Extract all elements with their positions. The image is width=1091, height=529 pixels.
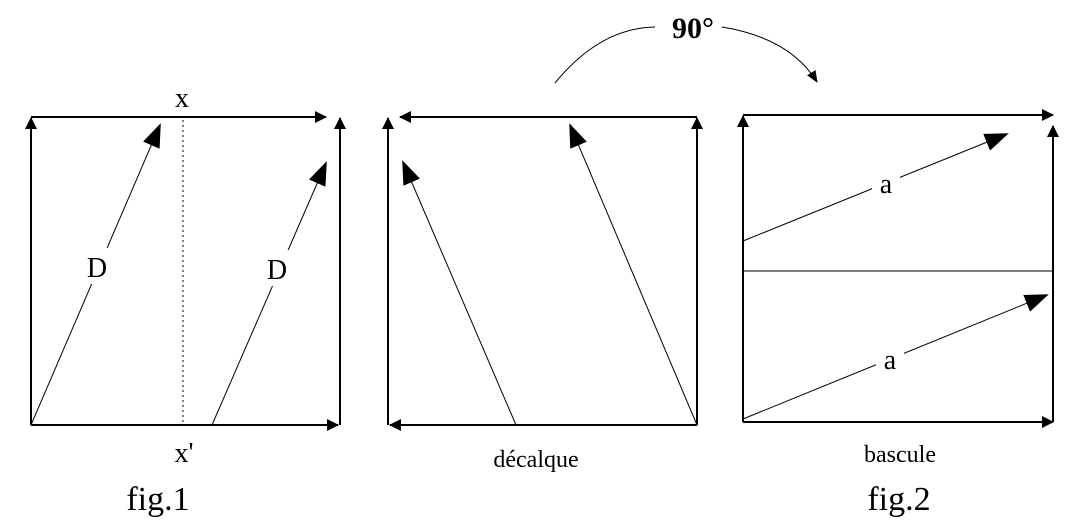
fig2-caption: fig.2 (867, 481, 930, 518)
fig1-line-d-right (211, 161, 327, 426)
fig1-line-label-left: D (87, 253, 107, 284)
decalque-caption: décalque (493, 447, 578, 473)
figure1-square (25, 111, 346, 431)
decalque-square (382, 111, 703, 431)
bascule-square (737, 109, 1059, 428)
fig1-axis-label-top: x (175, 83, 189, 114)
bascule-line-label-top: a (880, 169, 893, 200)
rotation-arc (554, 26, 656, 84)
rotation-arc-end (721, 26, 818, 83)
decalque-line-left (402, 160, 517, 426)
bascule-line-label-bottom: a (884, 345, 897, 376)
fig1-caption: fig.1 (126, 481, 189, 518)
rotation-angle-label: 90° (672, 12, 714, 45)
decalque-line-right (569, 123, 698, 426)
bascule-caption: bascule (864, 442, 936, 468)
fig1-axis-label-bottom: x' (174, 438, 193, 469)
fig1-line-label-right: D (267, 255, 287, 286)
